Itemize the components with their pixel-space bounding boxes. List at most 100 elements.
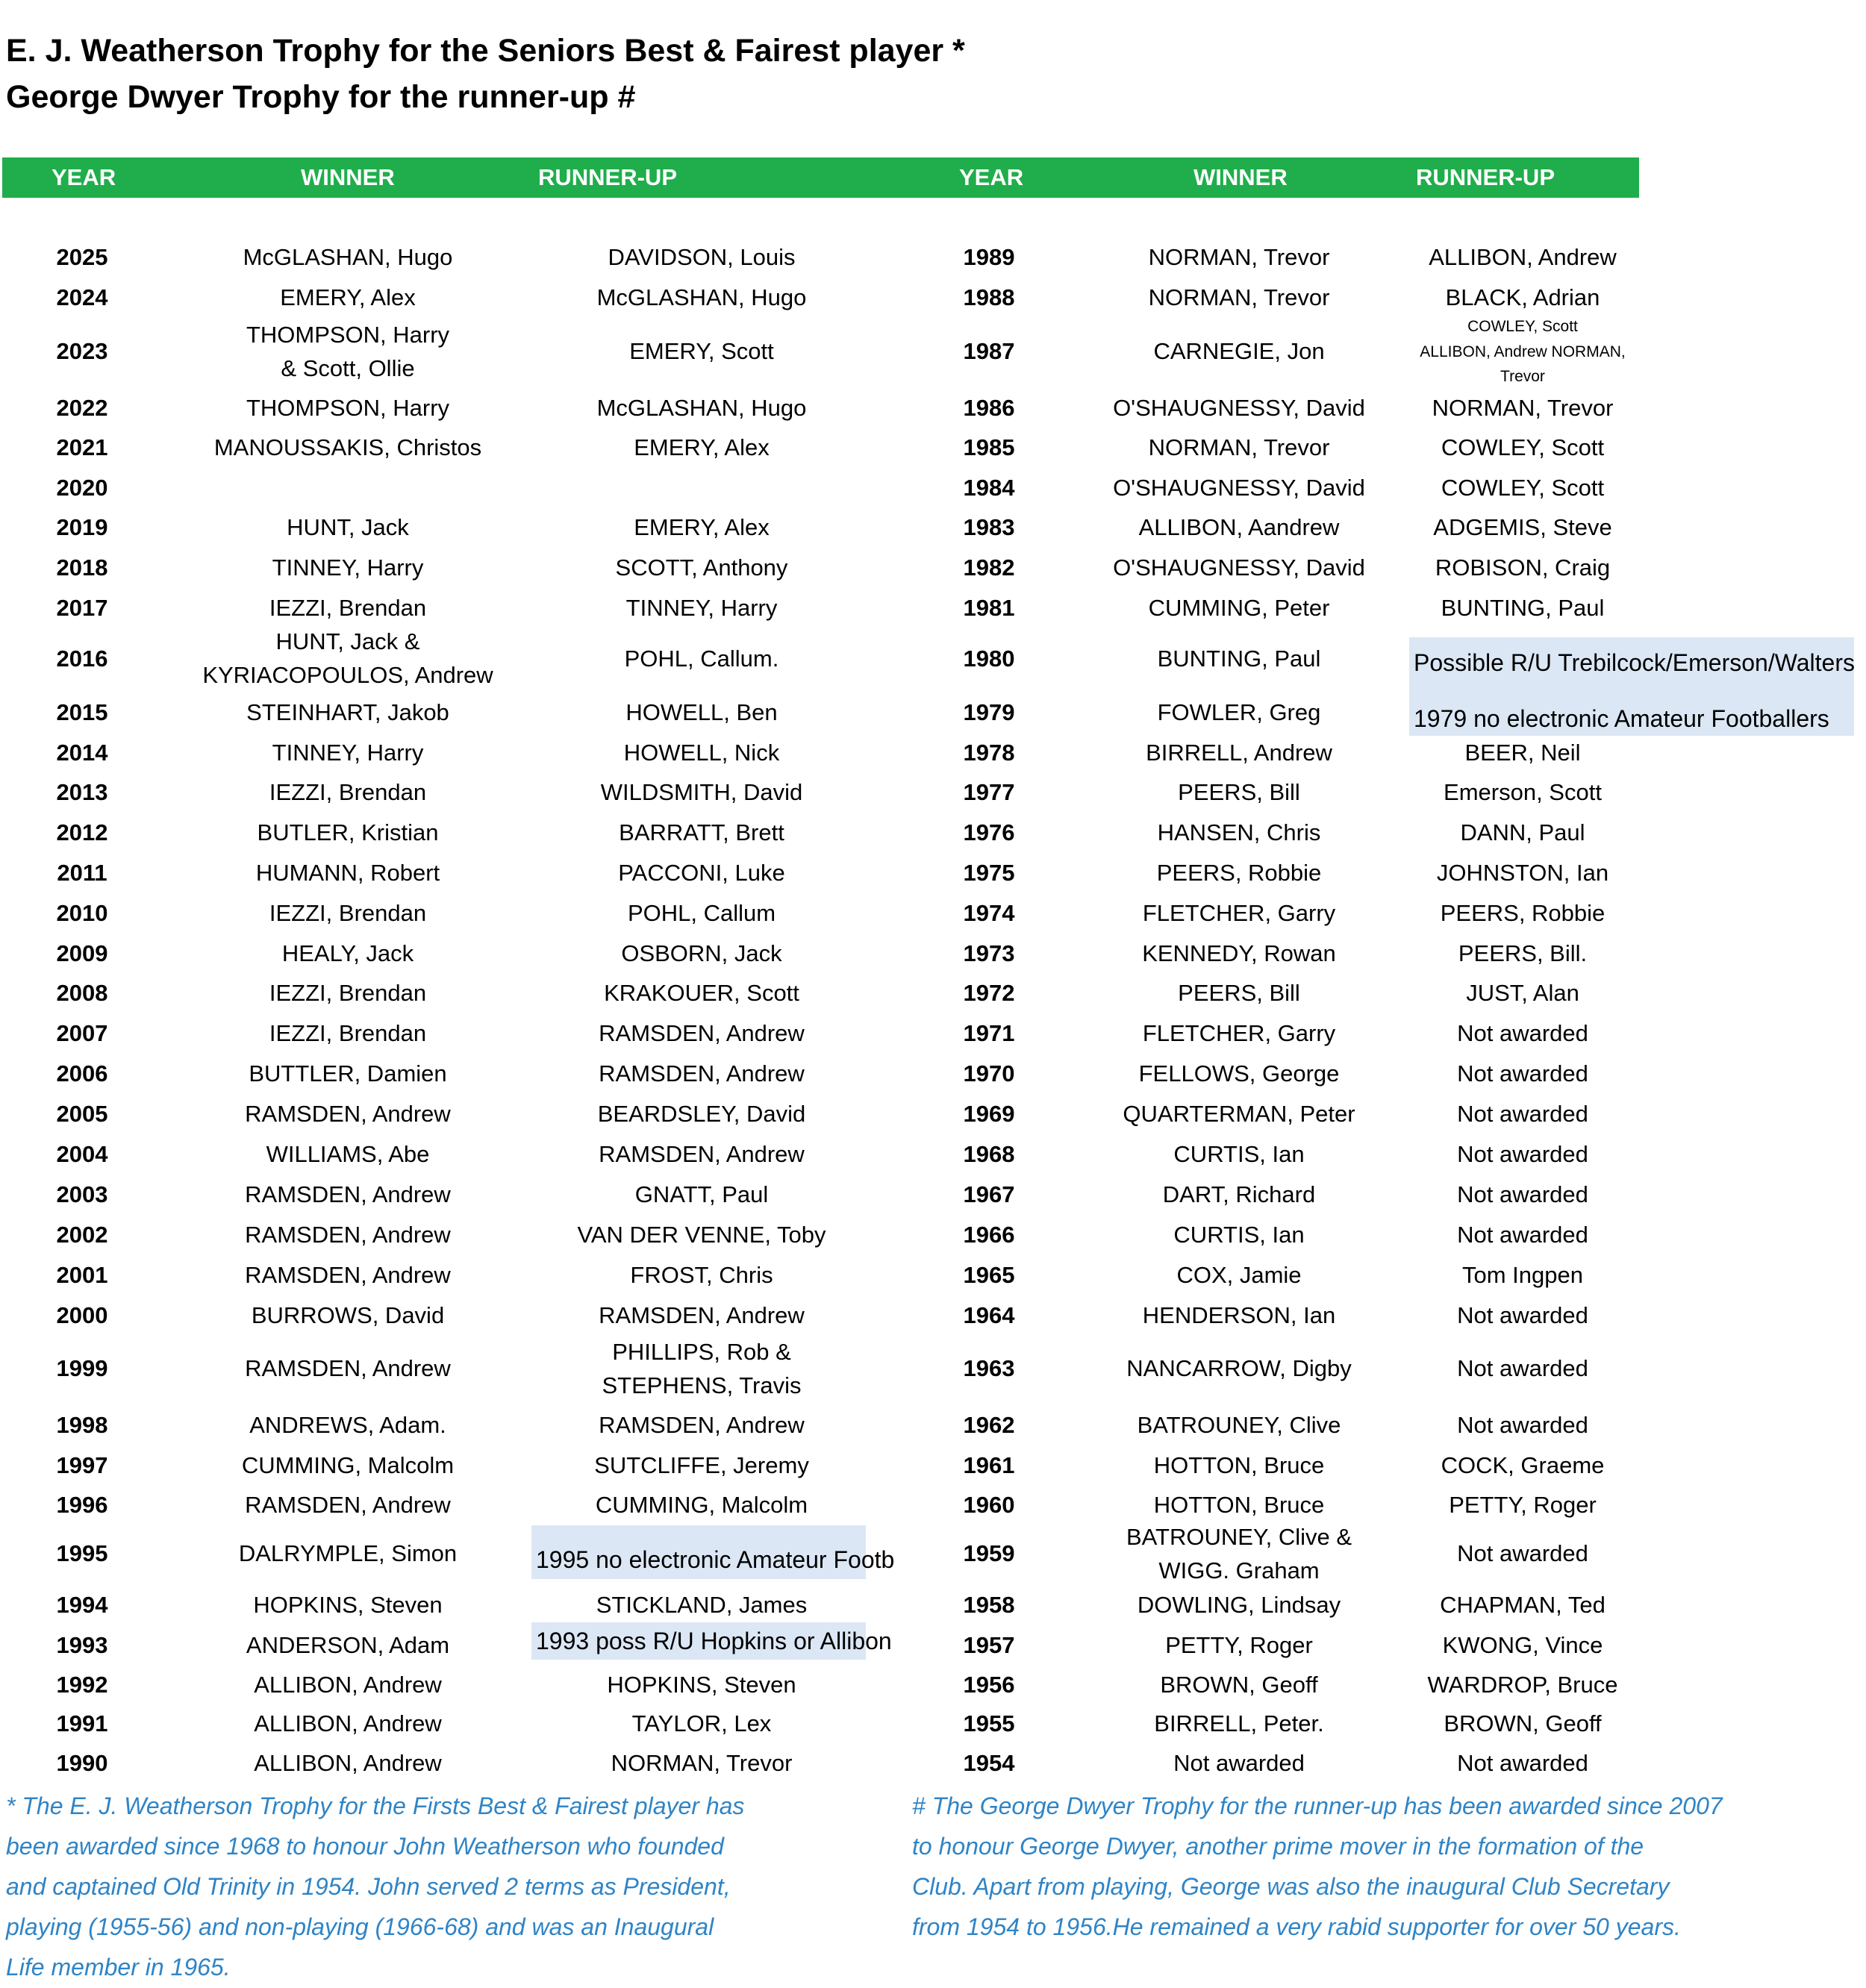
winner-cell: RAMSDEN, Andrew (245, 1491, 451, 1518)
runner-up-cell: HOWELL, Nick (623, 739, 780, 766)
footnote-line: and captained Old Trinity in 1954. John … (6, 1873, 731, 1900)
table-row: 1983 ALLIBON, Aandrew ADGEMIS, Steve (0, 507, 1866, 548)
header-winner-right: WINNER (1193, 164, 1288, 190)
winner-cell: DALRYMPLE, Simon (238, 1540, 458, 1567)
winner-cell: O'SHAUGNESSY, David (1113, 474, 1365, 501)
runner-up-cell: COWLEY, Scott ALLIBON, Andrew NORMAN, Tr… (1420, 318, 1626, 386)
year-cell: 1997 (56, 1451, 108, 1478)
year-cell: 2019 (56, 513, 108, 540)
year-cell: 1990 (56, 1749, 108, 1776)
year-cell: 1974 (963, 899, 1015, 926)
note-1980: Possible R/U Trebilcock/Emerson/Walters (1414, 649, 1855, 676)
year-cell: 2010 (56, 899, 108, 926)
year-cell: 2013 (56, 778, 108, 805)
year-cell: 2003 (56, 1181, 108, 1207)
year-cell: 1964 (963, 1301, 1015, 1328)
winner-cell: TINNEY, Harry (272, 739, 424, 766)
winner-cell: KENNEDY, Rowan (1142, 940, 1336, 966)
winner-cell: DART, Richard (1162, 1181, 1316, 1207)
winner-cell: ANDERSON, Adam (246, 1631, 450, 1658)
page-title: E. J. Weatherson Trophy for the Seniors … (6, 33, 965, 69)
winner-cell: HUNT, Jack (287, 513, 409, 540)
year-cell: 1995 (56, 1540, 108, 1567)
winner-cell: ALLIBON, Andrew (254, 1671, 442, 1698)
footnote-line: Life member in 1965. (6, 1954, 231, 1981)
winner-cell: CARNEGIE, Jon (1153, 338, 1325, 365)
header-winner-left: WINNER (301, 164, 395, 190)
year-cell: 2022 (56, 394, 108, 421)
runner-up-cell: WILDSMITH, David (600, 778, 803, 805)
winner-cell: RAMSDEN, Andrew (245, 1100, 451, 1127)
year-cell: 1957 (963, 1631, 1015, 1658)
winner-cell: ANDREWS, Adam. (249, 1411, 446, 1438)
winner-cell: IEZZI, Brendan (269, 778, 427, 805)
runner-up-cell: Emerson, Scott (1444, 778, 1602, 805)
winner-cell: HOTTON, Bruce (1153, 1451, 1325, 1478)
winner-cell: ALLIBON, Aandrew (1138, 513, 1340, 540)
winner-cell: PEERS, Bill (1178, 979, 1300, 1006)
year-cell: 1966 (963, 1221, 1015, 1248)
year-cell: 1973 (963, 940, 1015, 966)
year-cell: 1954 (963, 1749, 1015, 1776)
year-cell: 1976 (963, 819, 1015, 845)
footnote-line: from 1954 to 1956.He remained a very rab… (912, 1913, 1681, 1940)
page-subtitle: George Dwyer Trophy for the runner-up # (6, 79, 636, 115)
runner-up-cell: HOWELL, Ben (625, 698, 778, 725)
runner-up-cell: POHL, Callum. (624, 645, 779, 672)
year-cell: 1972 (963, 979, 1015, 1006)
year-cell: 1986 (963, 394, 1015, 421)
year-cell: 2018 (56, 554, 108, 581)
runner-up-cell: Not awarded (1457, 1019, 1588, 1046)
note-1980-highlight (1409, 637, 1854, 736)
runner-up-cell: PEERS, Robbie (1440, 899, 1606, 926)
runner-up-cell: ADGEMIS, Steve (1433, 513, 1612, 540)
footnote-line: # The George Dwyer Trophy for the runner… (912, 1792, 1723, 1819)
runner-up-cell: BROWN, Geoff (1444, 1710, 1602, 1737)
runner-up-cell: ALLIBON, Andrew (1429, 243, 1617, 270)
runner-up-cell: McGLASHAN, Hugo (596, 394, 807, 421)
winner-cell: BATROUNEY, Clive & WIGG. Graham (1126, 1523, 1352, 1584)
header-year-left: YEAR (52, 164, 116, 190)
runner-up-cell: RAMSDEN, Andrew (599, 1060, 805, 1087)
runner-up-cell: VAN DER VENNE, Toby (577, 1221, 826, 1248)
year-cell: 1963 (963, 1355, 1015, 1382)
runner-up-cell: McGLASHAN, Hugo (596, 284, 807, 310)
runner-up-cell: KRAKOUER, Scott (604, 979, 799, 1006)
year-cell: 1979 (963, 698, 1015, 725)
winner-cell: ALLIBON, Andrew (254, 1749, 442, 1776)
runner-up-cell: ROBISON, Craig (1435, 554, 1611, 581)
runner-up-cell: BEARDSLEY, David (597, 1100, 806, 1127)
year-cell: 2000 (56, 1301, 108, 1328)
runner-up-cell: Not awarded (1457, 1301, 1588, 1328)
winner-cell: BIRRELL, Peter. (1154, 1710, 1324, 1737)
runner-up-cell: Not awarded (1457, 1540, 1588, 1567)
runner-up-cell: Not awarded (1457, 1100, 1588, 1127)
year-cell: 2020 (56, 474, 108, 501)
runner-up-cell: Not awarded (1457, 1060, 1588, 1087)
year-cell: 1982 (963, 554, 1015, 581)
year-cell: 1988 (963, 284, 1015, 310)
year-cell: 1983 (963, 513, 1015, 540)
year-cell: 1971 (963, 1019, 1015, 1046)
year-cell: 1978 (963, 739, 1015, 766)
